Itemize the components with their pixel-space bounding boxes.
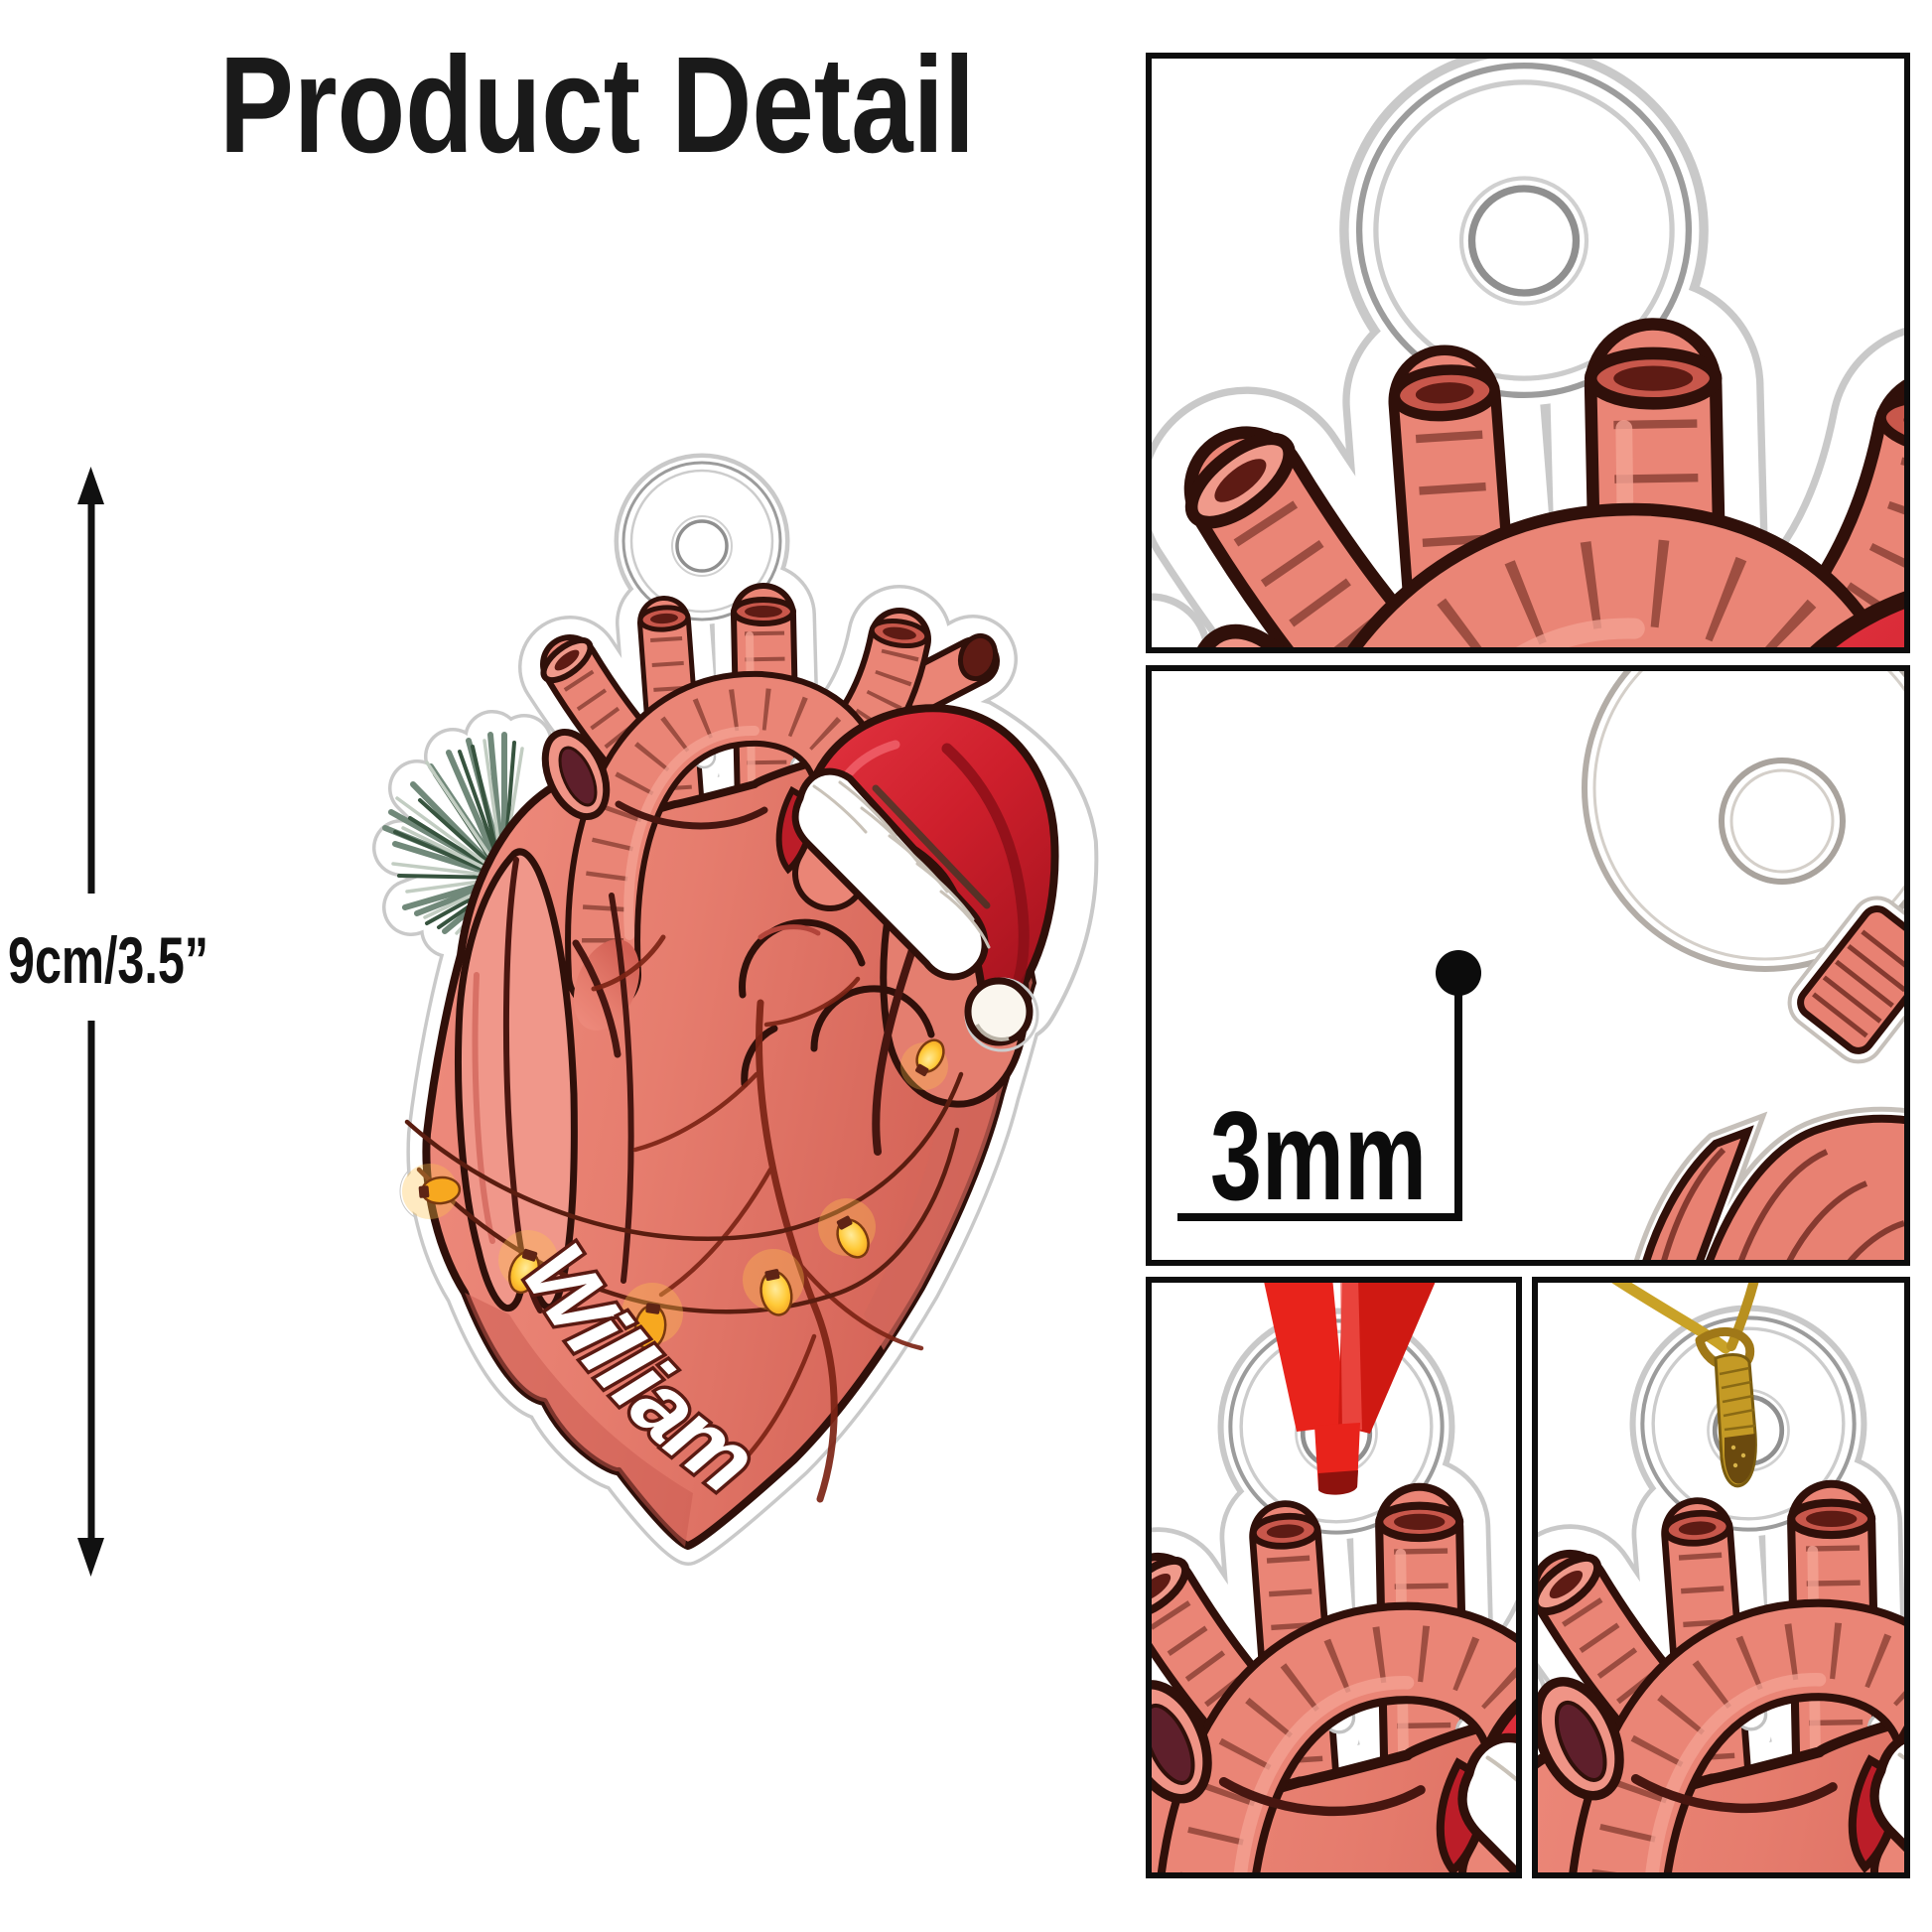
svg-text:3mm: 3mm [1210,1085,1427,1226]
svg-text:9cm/3.5”: 9cm/3.5” [8,923,208,997]
svg-text:Product Detail: Product Detail [219,29,975,182]
